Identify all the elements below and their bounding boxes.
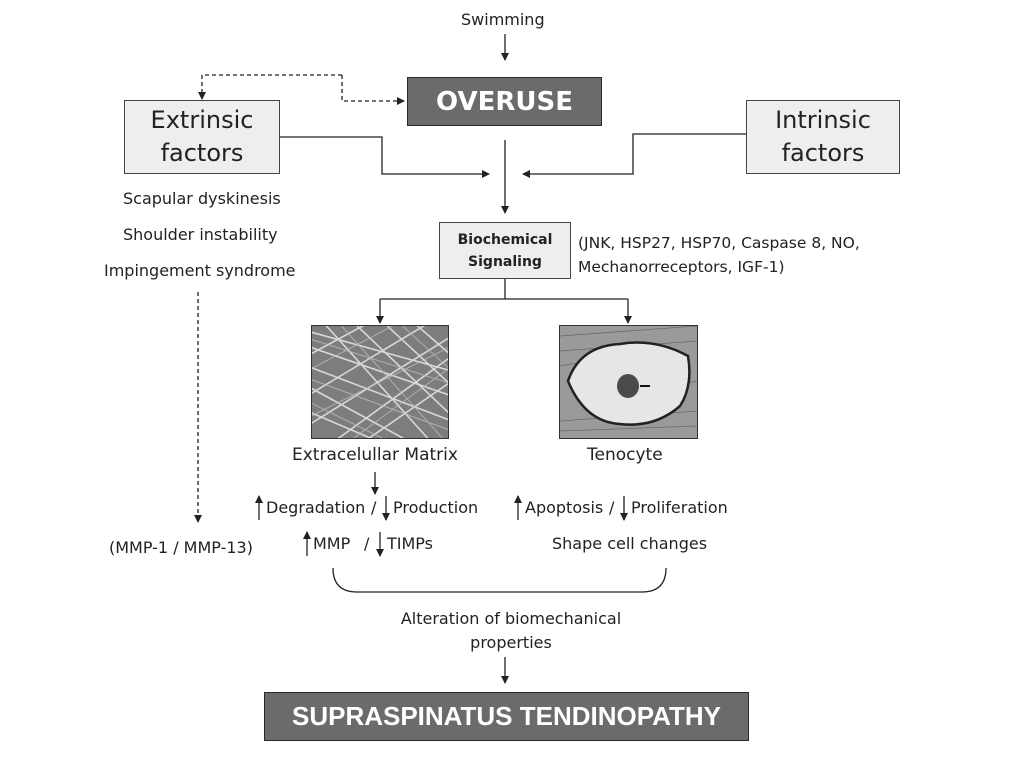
- intrinsic-factors-box: Intrinsic factors: [746, 100, 900, 174]
- tenocyte-image: [559, 325, 698, 439]
- signaling-markers: (JNK, HSP27, HSP70, Caspase 8, NO, Mecha…: [578, 231, 860, 279]
- intrinsic-line1: Intrinsic: [775, 106, 871, 134]
- outcome-label: SUPRASPINATUS TENDINOPATHY: [291, 701, 722, 731]
- signaling-line2: Signaling: [468, 253, 542, 270]
- extrinsic-line1: Extrinsic: [150, 106, 254, 134]
- biochemical-signaling-box: Biochemical Signaling: [439, 222, 571, 279]
- mmp-label: MMP: [313, 534, 351, 553]
- extrinsic-item: Scapular dyskinesis: [123, 189, 281, 208]
- ecm-separator: /: [371, 498, 377, 517]
- extracellular-matrix-image: [311, 325, 449, 439]
- arrow-intrinsic-to-center: [522, 133, 746, 178]
- dashed-arrow-to-extrinsic: [198, 74, 342, 100]
- dashed-arrow-to-overuse: [341, 75, 405, 105]
- shape-changes-label: Shape cell changes: [552, 534, 708, 553]
- arrow-extrinsic-to-center: [279, 136, 490, 178]
- extrinsic-item: Impingement syndrome: [104, 261, 296, 280]
- proliferation-label: Proliferation: [631, 498, 728, 517]
- mmp-note: (MMP-1 / MMP-13): [109, 538, 253, 557]
- timps-label: TIMPs: [387, 534, 433, 553]
- apoptosis-label: Apoptosis: [525, 498, 604, 517]
- intrinsic-line2: factors: [781, 139, 865, 167]
- degradation-label: Degradation: [266, 498, 366, 517]
- overuse-label: OVERUSE: [436, 86, 573, 117]
- alteration-line2: properties: [470, 633, 552, 652]
- markers-line2: Mechanorreceptors, IGF-1): [578, 258, 785, 276]
- tenocyte-separator: /: [609, 498, 615, 517]
- ecm-label: Extracelullar Matrix: [292, 445, 458, 465]
- alteration-text: Alteration of biomechanical properties: [380, 607, 642, 655]
- overuse-box: OVERUSE: [407, 77, 602, 126]
- markers-line1: (JNK, HSP27, HSP70, Caspase 8, NO,: [578, 234, 860, 252]
- tenocyte-cell-illustration: [560, 326, 697, 438]
- outcome-box: SUPRASPINATUS TENDINOPATHY: [264, 692, 749, 741]
- extrinsic-factors-box: Extrinsic factors: [124, 100, 280, 174]
- production-label: Production: [393, 498, 479, 517]
- tenocyte-label: Tenocyte: [587, 445, 663, 465]
- signaling-line1: Biochemical: [457, 231, 553, 248]
- collagen-fibers-illustration: [312, 326, 448, 438]
- extrinsic-line2: factors: [160, 139, 244, 167]
- extrinsic-item: Shoulder instability: [123, 225, 278, 244]
- alteration-line1: Alteration of biomechanical: [400, 609, 622, 628]
- mmp-separator: /: [364, 534, 370, 553]
- swimming-label: Swimming: [461, 10, 545, 29]
- grouping-brace: [332, 567, 667, 593]
